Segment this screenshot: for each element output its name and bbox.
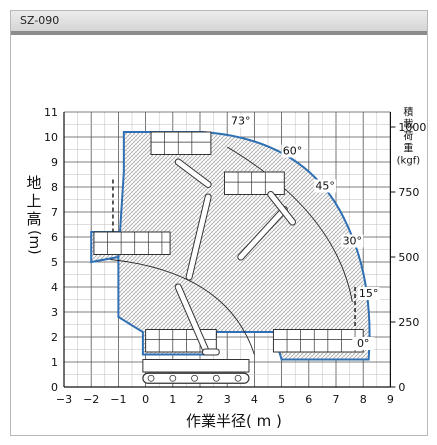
x-tick-label: 2: [197, 393, 204, 406]
angle-label: 30°: [343, 235, 363, 248]
y-axis-title-char: (m): [26, 230, 42, 255]
y-tick-label: 2: [51, 331, 58, 344]
machine-drawing: [93, 131, 364, 384]
y-axis-title: 地上高 (m): [25, 174, 43, 255]
x-axis-title: 作業半径( m ): [186, 412, 282, 430]
y-tick-label: 1: [51, 356, 58, 369]
x-tick-label: 8: [360, 393, 367, 406]
boom-top: [175, 159, 211, 187]
track-wheel: [147, 374, 155, 382]
load-axis-title-char: 重: [403, 142, 413, 155]
axes: [63, 112, 391, 388]
x-tick-label: −2: [83, 393, 99, 406]
x-tick-label: 0: [142, 393, 149, 406]
y-tick-label: 7: [51, 206, 58, 219]
boom-right: [238, 207, 287, 260]
y-tick-label: 11: [44, 106, 58, 119]
track-wheel: [191, 374, 198, 382]
load-axis-title-char: 積: [403, 106, 413, 119]
angle-label-bg: [314, 179, 337, 193]
angle-label: 73°: [231, 115, 251, 128]
angle-labels: 73° 60° 45° 30° 15° 0°: [229, 114, 380, 350]
load-tick-label: 1000: [398, 121, 426, 134]
y-tick-label: 4: [51, 281, 58, 294]
boom-lower: [175, 284, 208, 352]
track-wheel: [169, 374, 177, 382]
boom-mid: [186, 194, 211, 280]
y-axis-title-char: 上: [26, 192, 42, 210]
y-tick-label: 9: [51, 156, 58, 169]
angle-label-bg: [229, 114, 252, 128]
load-tick-label: 500: [398, 251, 419, 264]
load-axis-title-char: 荷: [403, 131, 413, 143]
track-wheel: [212, 374, 220, 382]
inner-boundary-arc: [110, 259, 255, 355]
load-tick-label: 250: [398, 316, 419, 329]
x-tick-label: 4: [251, 393, 258, 406]
angle-label: 0°: [357, 337, 370, 350]
x-tick-label: 9: [387, 393, 394, 406]
load-tick-label: 750: [398, 186, 419, 199]
angle-label-bg: [357, 287, 380, 300]
angle-label: 60°: [283, 145, 303, 158]
load-tick-label: 0: [398, 381, 405, 394]
x-tick-label: 5: [278, 393, 285, 406]
title-bar: SZ-090: [11, 11, 427, 35]
y-axis-title-char: 高: [26, 210, 42, 228]
y-tick-label: 8: [51, 181, 58, 194]
x-tick-label: 1: [169, 393, 176, 406]
platform-top: [150, 131, 212, 155]
boom-upper-joint: [268, 192, 295, 225]
y-tick-label: 5: [51, 256, 58, 269]
x-tick-label: 3: [224, 393, 231, 406]
platform-left: [93, 231, 171, 255]
x-tick-label: 6: [305, 393, 312, 406]
x-tick-label: 7: [333, 393, 340, 406]
angle-label: 45°: [315, 180, 335, 193]
chassis: [142, 359, 250, 373]
angle-label-bg: [281, 144, 304, 158]
load-axis-title-char: 載: [403, 119, 413, 131]
y-tick-label: 6: [51, 231, 58, 244]
angle-label: 15°: [359, 287, 379, 300]
angle-label-bg: [352, 337, 375, 350]
platform-upper-right: [223, 171, 285, 195]
track-wheel: [234, 374, 242, 382]
y-tick-label: 10: [44, 131, 58, 144]
angle-label-bg: [341, 234, 364, 248]
x-tick-label: −3: [56, 393, 72, 406]
x-tick-label: −1: [110, 393, 126, 406]
load-axis-title-char: (kgf): [397, 156, 421, 167]
y-axis-title-char: 地: [26, 174, 42, 192]
outer-inner-arc: [226, 146, 353, 303]
tick-labels: −3 −2 −1 0 1 2 3 4 5 6 7 8 9 0 1 2 3 4 5 6 7 8 9 10 11: [44, 106, 394, 406]
y-tick-label: 3: [51, 306, 58, 319]
window-title: SZ-090: [20, 14, 60, 27]
y-tick-label: 0: [51, 381, 58, 394]
